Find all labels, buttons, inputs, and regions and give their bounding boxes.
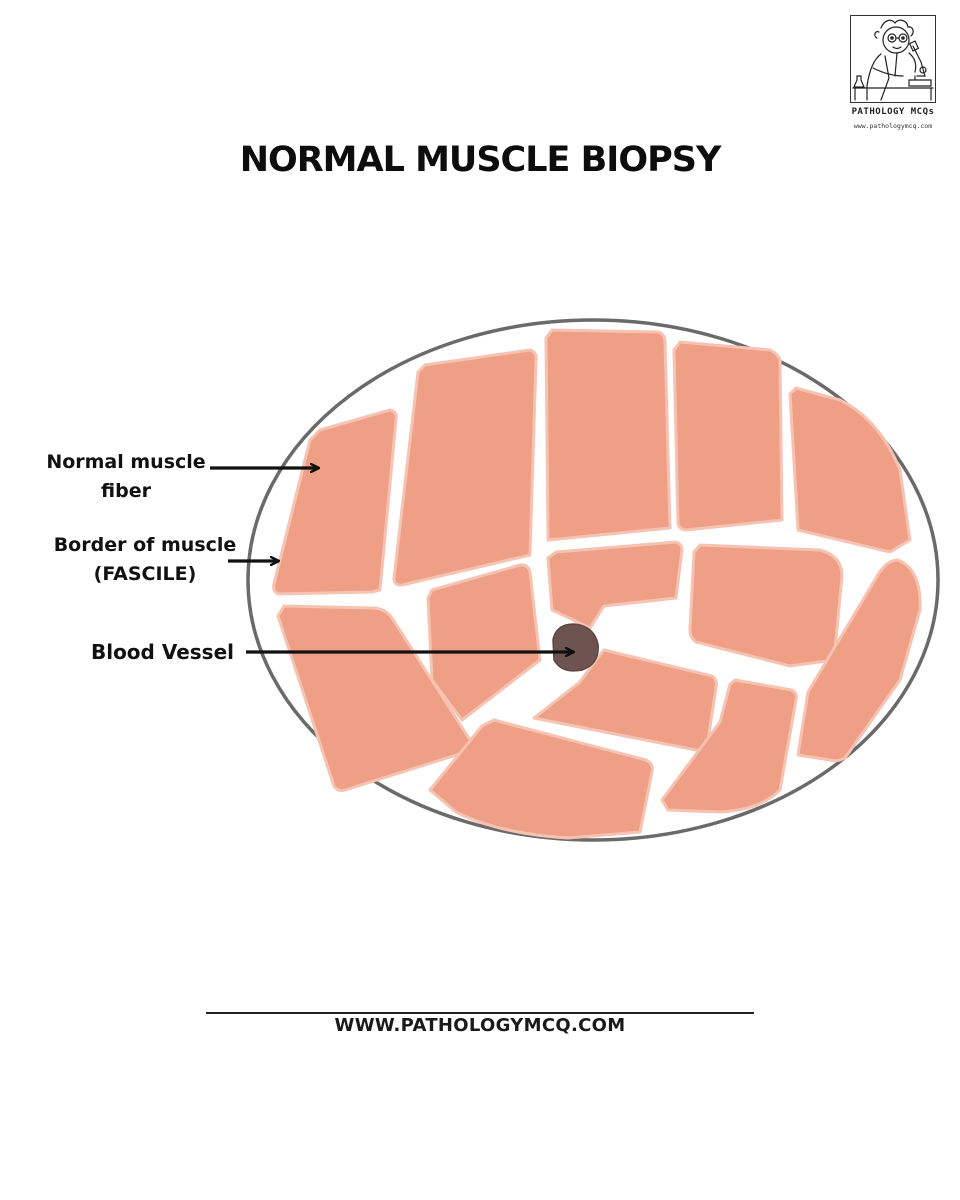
muscle-fiber: [660, 678, 798, 814]
label-border-line1: Border of muscle: [53, 534, 237, 556]
muscle-fiber: [532, 648, 718, 754]
logo: [850, 15, 936, 103]
muscle-fiber: [788, 386, 912, 554]
label-normal-muscle-fiber-line1: Normal muscle: [46, 451, 206, 473]
footer-divider: [206, 1012, 754, 1014]
logo-url: www.pathologymcq.com: [853, 122, 933, 130]
logo-name: PATHOLOGY MCQs: [851, 107, 935, 117]
muscle-fiber: [272, 408, 398, 596]
label-normal-muscle-fiber: Normal muscle fiber: [36, 448, 216, 506]
footer-url: WWW.PATHOLOGYMCQ.COM: [334, 1015, 626, 1036]
label-border-line2: (FASCILE): [93, 563, 197, 585]
blood-vessel: [552, 623, 599, 672]
muscle-fiber: [426, 563, 542, 722]
muscle-fiber: [392, 348, 538, 587]
muscle-fiber: [796, 558, 922, 763]
muscle-fiber: [688, 543, 844, 668]
scientist-with-microscope-icon: [852, 19, 934, 101]
muscle-fiber: [428, 718, 654, 840]
muscle-fiber: [546, 540, 684, 630]
label-border-of-muscle: Border of muscle (FASCILE): [40, 531, 250, 589]
label-blood-vessel: Blood Vessel: [90, 640, 235, 664]
page-title: NORMAL MUSCLE BIOPSY: [239, 140, 722, 180]
muscle-fiber: [672, 340, 784, 532]
muscle-fiber: [544, 328, 672, 542]
label-normal-muscle-fiber-line2: fiber: [101, 480, 151, 502]
